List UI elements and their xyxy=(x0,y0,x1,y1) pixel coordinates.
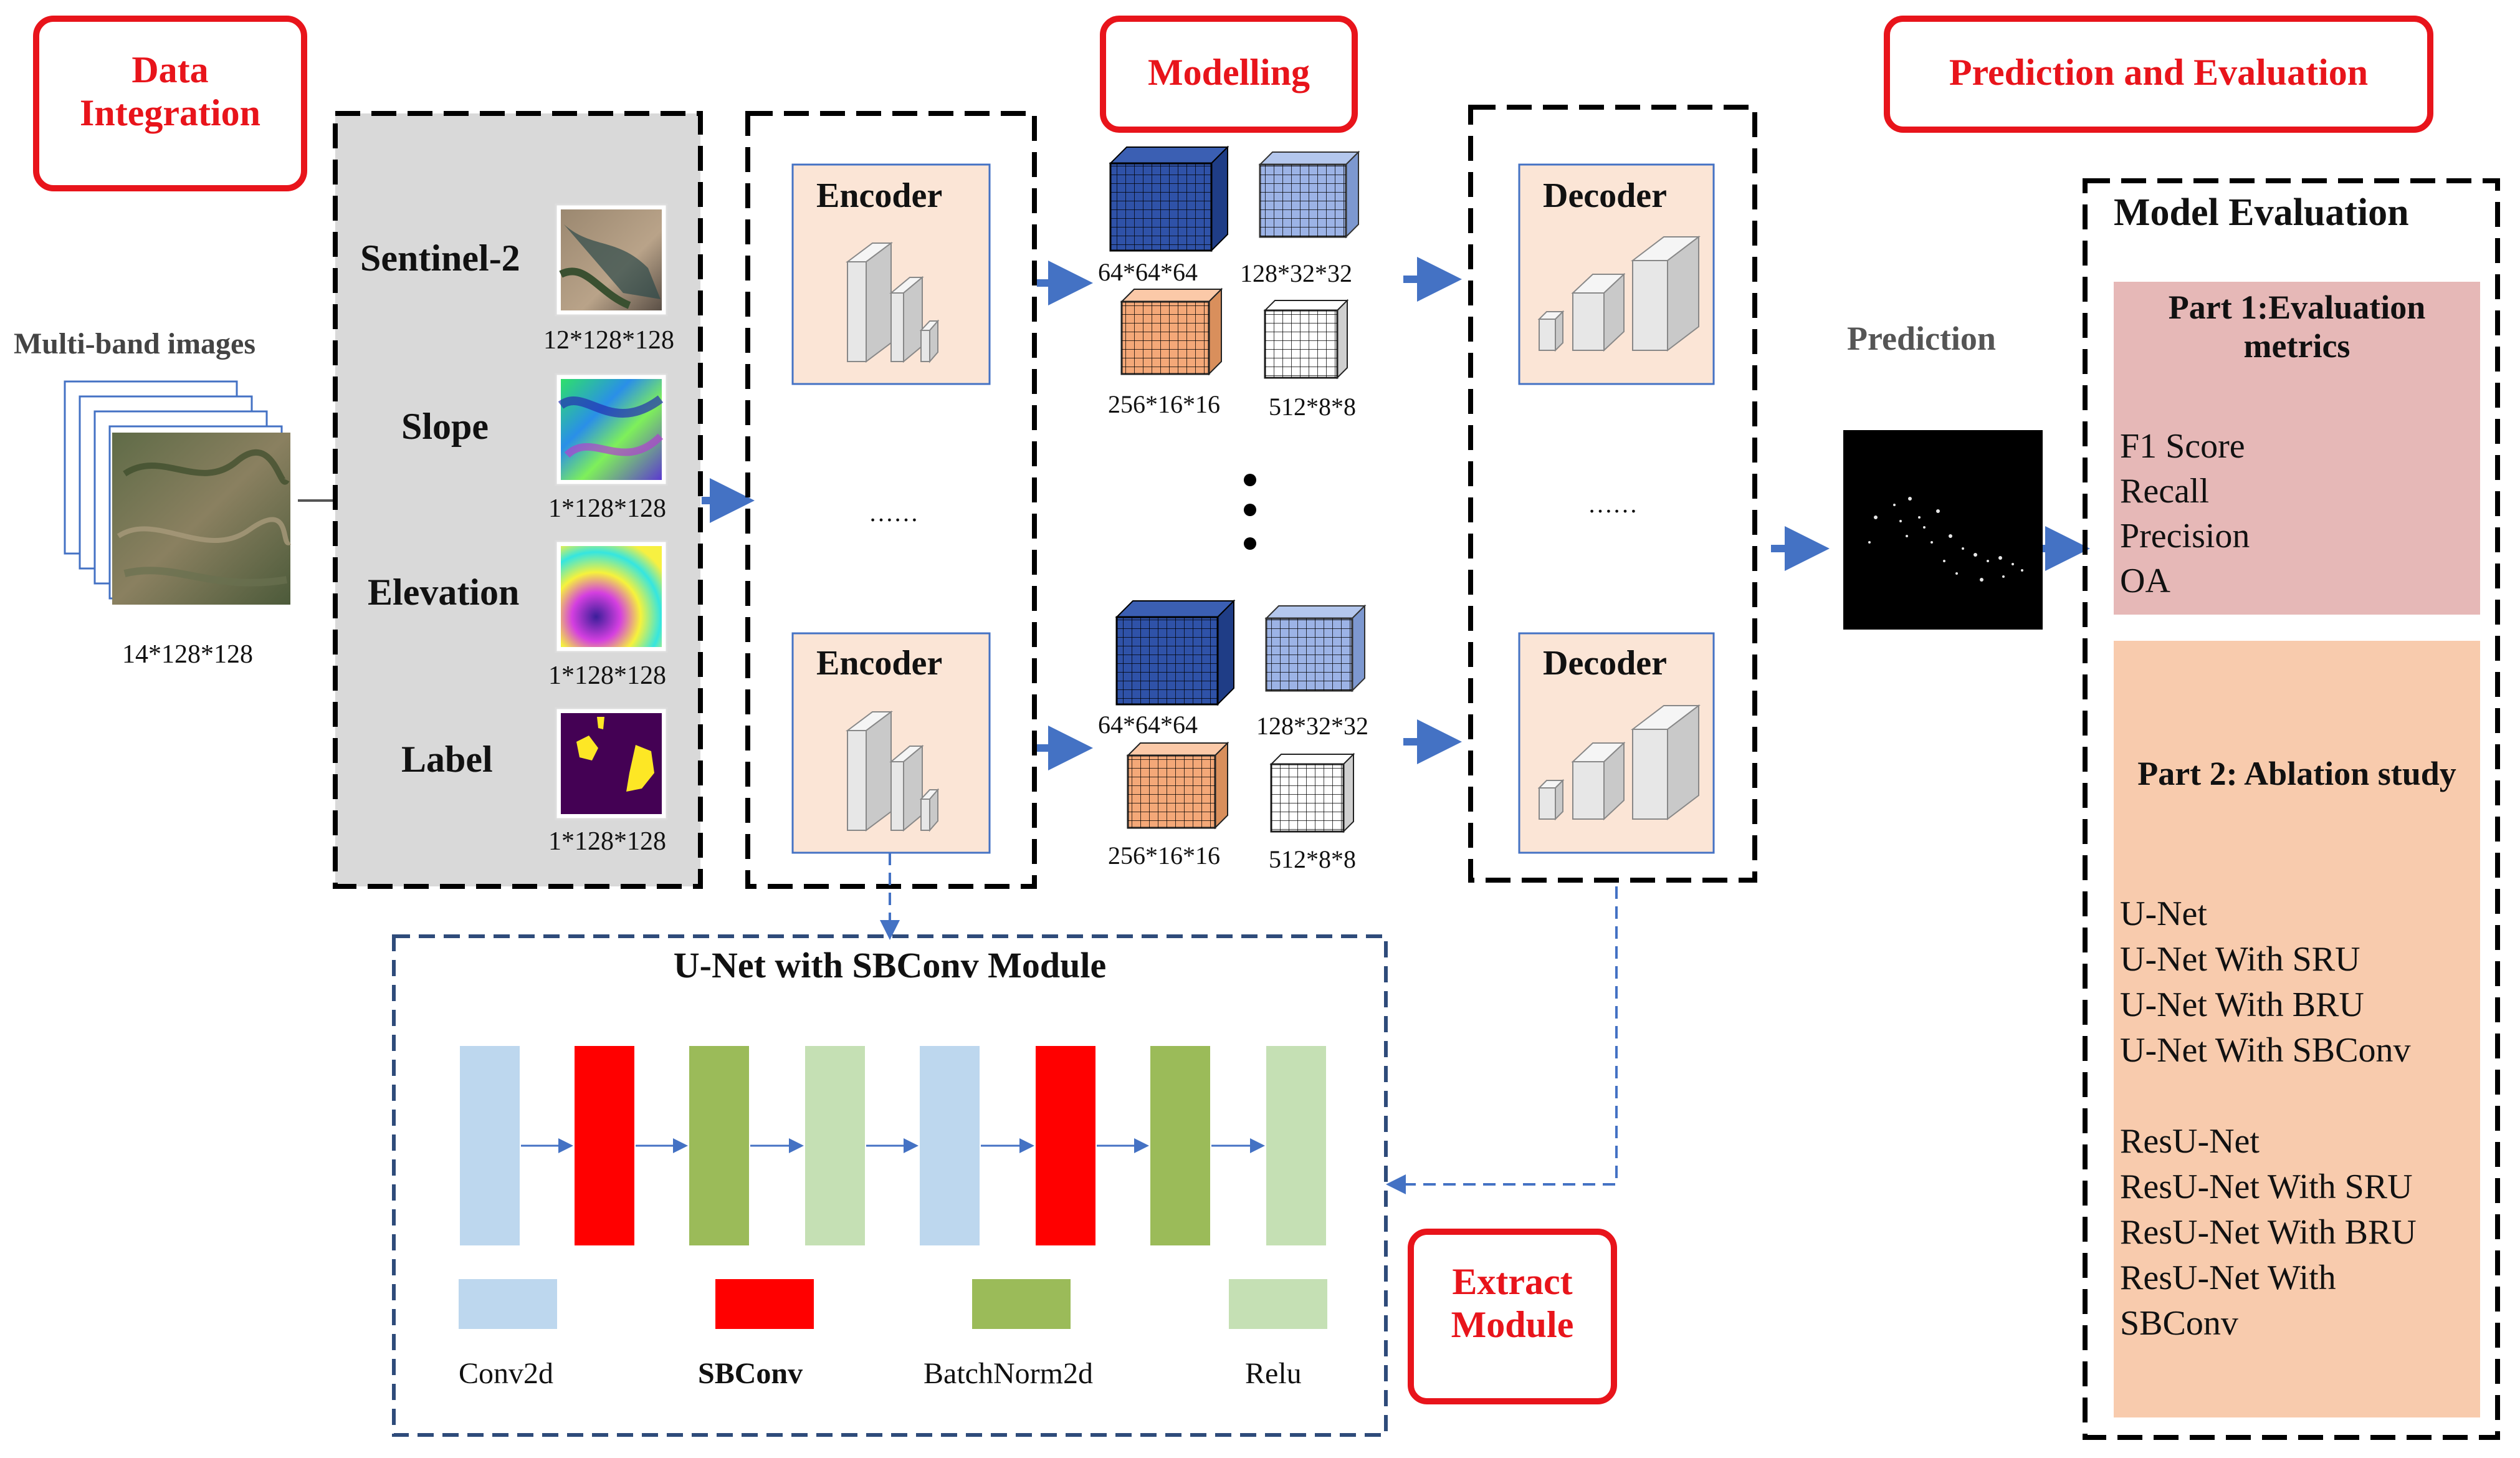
part2-list: U-Net U-Net With SRU U-Net With BRU U-Ne… xyxy=(2120,891,2417,1346)
encoder-layers-icon-2 xyxy=(846,711,940,832)
input-size: 14*128*128 xyxy=(122,640,253,669)
decoder-layers-icon xyxy=(1537,235,1701,352)
feature-cube-256-top xyxy=(1120,287,1223,376)
ablation-resunet-sru: ResU-Net With SRU xyxy=(2120,1168,2413,1206)
feature-bottom-512: 512*8*8 xyxy=(1269,845,1356,873)
feature-cube-64-top xyxy=(1109,145,1229,252)
legend-conv2d: Conv2d xyxy=(459,1357,554,1390)
header-extract-module: Extract Module xyxy=(1451,1261,1574,1345)
ablation-resunet: ResU-Net xyxy=(2120,1122,2260,1161)
encoder-ellipsis: …… xyxy=(869,499,919,527)
evaluation-title: Model Evaluation xyxy=(2114,191,2409,234)
feature-bottom-256: 256*16*16 xyxy=(1108,842,1220,870)
metric-precision: Precision xyxy=(2120,517,2250,555)
part2-title: Part 2: Ablation study xyxy=(2137,755,2456,792)
layer-name-slope: Slope xyxy=(401,406,489,447)
prediction-label: Prediction xyxy=(1847,320,1996,357)
ablation-unet-bru: U-Net With BRU xyxy=(2120,986,2364,1024)
layer-size-sentinel2: 12*128*128 xyxy=(543,326,674,355)
encoder-label-top: Encoder xyxy=(816,176,943,215)
metric-recall: Recall xyxy=(2120,472,2210,511)
multiband-stack-icon xyxy=(64,380,292,605)
feature-bottom-64: 64*64*64 xyxy=(1098,711,1198,739)
layer-name-label: Label xyxy=(401,739,493,780)
legend-batchnorm2d: BatchNorm2d xyxy=(924,1357,1093,1390)
feature-cubes-bottom xyxy=(1115,599,1367,833)
encoder-layers-icon xyxy=(846,242,940,363)
ablation-resunet-bru: ResU-Net With BRU xyxy=(2120,1213,2417,1252)
metric-f1: F1 Score xyxy=(2120,427,2245,466)
layer-size-label: 1*128*128 xyxy=(548,827,666,856)
ablation-unet: U-Net xyxy=(2120,894,2207,933)
prediction-speckles xyxy=(1868,497,2023,582)
input-title: Multi-band images xyxy=(14,327,256,360)
legend-relu: Relu xyxy=(1245,1357,1302,1390)
feature-top-64: 64*64*64 xyxy=(1098,258,1198,286)
layer-size-elevation: 1*128*128 xyxy=(548,661,666,690)
layer-name-elevation: Elevation xyxy=(368,572,520,613)
feature-top-256: 256*16*16 xyxy=(1108,390,1220,418)
metric-oa: OA xyxy=(2120,562,2170,600)
feature-top-128: 128*32*32 xyxy=(1240,259,1352,287)
ablation-spacer xyxy=(2120,1073,2417,1119)
module-title: U-Net with SBConv Module xyxy=(673,945,1107,986)
feature-cube-128-top xyxy=(1258,150,1360,239)
header-prediction-evaluation: Prediction and Evaluation xyxy=(1949,52,2369,93)
layer-name-sentinel2: Sentinel-2 xyxy=(360,237,520,279)
decoder-label-top: Decoder xyxy=(1543,176,1668,215)
feature-cube-512-top xyxy=(1263,299,1349,380)
header-data-integration: Data Integration xyxy=(80,49,260,133)
decoder-ellipsis: …… xyxy=(1588,490,1638,518)
ablation-sbconv: SBConv xyxy=(2120,1304,2238,1343)
encoder-label-bottom: Encoder xyxy=(816,644,943,683)
part1-list: F1 Score Recall Precision OA xyxy=(2120,424,2250,603)
decoder-layers-icon-2 xyxy=(1537,704,1701,821)
ablation-unet-sru: U-Net With SRU xyxy=(2120,940,2360,979)
part1-title: Part 1:Evaluation metrics xyxy=(2168,289,2426,365)
feature-bottom-128: 128*32*32 xyxy=(1256,712,1368,740)
layer-size-slope: 1*128*128 xyxy=(548,494,666,523)
decoder-label-bottom: Decoder xyxy=(1543,644,1668,683)
legend-sbconv: SBConv xyxy=(698,1357,803,1390)
ablation-resunet-with: ResU-Net With xyxy=(2120,1259,2336,1297)
header-modelling: Modelling xyxy=(1147,52,1310,93)
feature-top-512: 512*8*8 xyxy=(1269,393,1356,421)
ablation-unet-sbconv: U-Net With SBConv xyxy=(2120,1031,2411,1070)
